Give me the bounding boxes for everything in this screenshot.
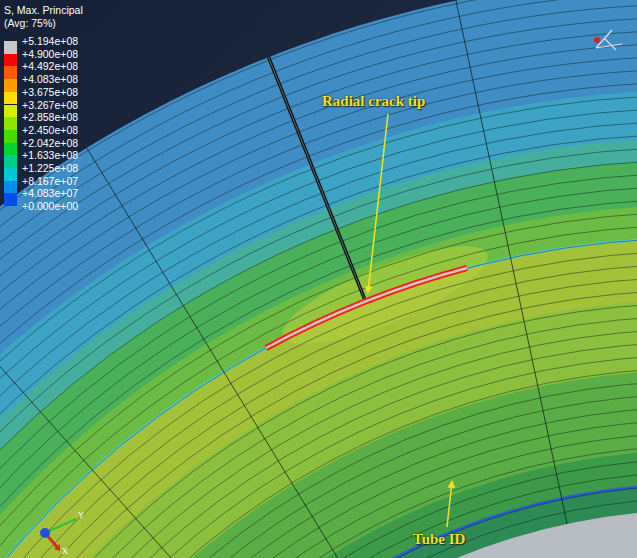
- legend-value: +1.225e+08: [22, 162, 78, 174]
- mesh-arc: [48, 498, 637, 558]
- legend-value: +5.194e+08: [22, 35, 78, 47]
- mesh-arc: [0, 56, 637, 558]
- axis-label: Y: [78, 510, 84, 520]
- mesh-arc: [0, 4, 637, 558]
- legend-swatch: [4, 168, 17, 181]
- mesh-arc: [0, 160, 637, 558]
- mesh-arc: [0, 17, 637, 558]
- legend-swatch: [4, 155, 17, 168]
- mesh-radial: [456, 1, 567, 524]
- axis-label: X: [62, 546, 68, 556]
- crack: [266, 57, 467, 348]
- mesh-arc: [0, 225, 637, 558]
- legend-swatch: [4, 79, 17, 92]
- legend-value: +4.083e+08: [22, 73, 78, 85]
- legend-swatch: [4, 41, 17, 54]
- mesh-arc: [0, 381, 637, 558]
- legend-value: +4.492e+08: [22, 60, 78, 72]
- legend-swatch: [4, 143, 17, 156]
- legend-note: (Avg: 75%): [4, 17, 56, 29]
- legend-value: +0.000e+00: [22, 200, 78, 212]
- mesh-arc: [0, 433, 637, 558]
- mesh-arc: [0, 316, 637, 558]
- mesh-arc: [9, 459, 637, 558]
- mesh-arc: [0, 82, 637, 558]
- mesh-arc: [0, 264, 637, 558]
- mesh-arc: [0, 368, 637, 558]
- leader-lines: [368, 114, 452, 527]
- mesh-arc: [0, 43, 637, 558]
- legend-value: +4.083e+07: [22, 187, 78, 199]
- mesh-arc: [0, 290, 637, 558]
- mesh-radial: [0, 274, 274, 558]
- mesh-arc: [0, 394, 637, 558]
- mesh-arc: [0, 329, 637, 558]
- callout-label: Tube ID: [413, 531, 465, 548]
- mesh-radial: [87, 148, 366, 558]
- legend-value: +2.450e+08: [22, 124, 78, 136]
- legend-swatch: [4, 54, 17, 67]
- axis-triad: [40, 519, 76, 551]
- mesh-arc: [0, 186, 637, 558]
- legend-swatch: [4, 181, 17, 194]
- legend-swatch: [4, 105, 17, 118]
- legend-value: +2.042e+08: [22, 137, 78, 149]
- legend-value: +8.167e+07: [22, 175, 78, 187]
- legend-swatch: [4, 66, 17, 79]
- mesh-arc: [0, 30, 637, 558]
- mesh-arc: [0, 108, 637, 558]
- legend-swatch: [4, 193, 17, 206]
- mesh-arc: [0, 238, 637, 558]
- legend-value: +2.858e+08: [22, 111, 78, 123]
- mesh-arc: [0, 199, 637, 558]
- mesh-arc: [0, 134, 637, 558]
- mesh-arc: [0, 69, 637, 558]
- mesh-arc: [0, 95, 637, 558]
- callout-label: Radial crack tip: [322, 93, 425, 110]
- legend-title: S, Max. Principal: [4, 4, 83, 16]
- view-icon: [594, 30, 622, 50]
- legend-swatch: [4, 117, 17, 130]
- legend-value: +1.633e+08: [22, 149, 78, 161]
- legend-swatch: [4, 92, 17, 105]
- legend-value: +3.267e+08: [22, 99, 78, 111]
- mesh-arc: [0, 420, 637, 558]
- mesh-arc: [0, 212, 637, 558]
- legend-swatch: [4, 130, 17, 143]
- legend-value: +3.675e+08: [22, 86, 78, 98]
- legend-value: +4.900e+08: [22, 48, 78, 60]
